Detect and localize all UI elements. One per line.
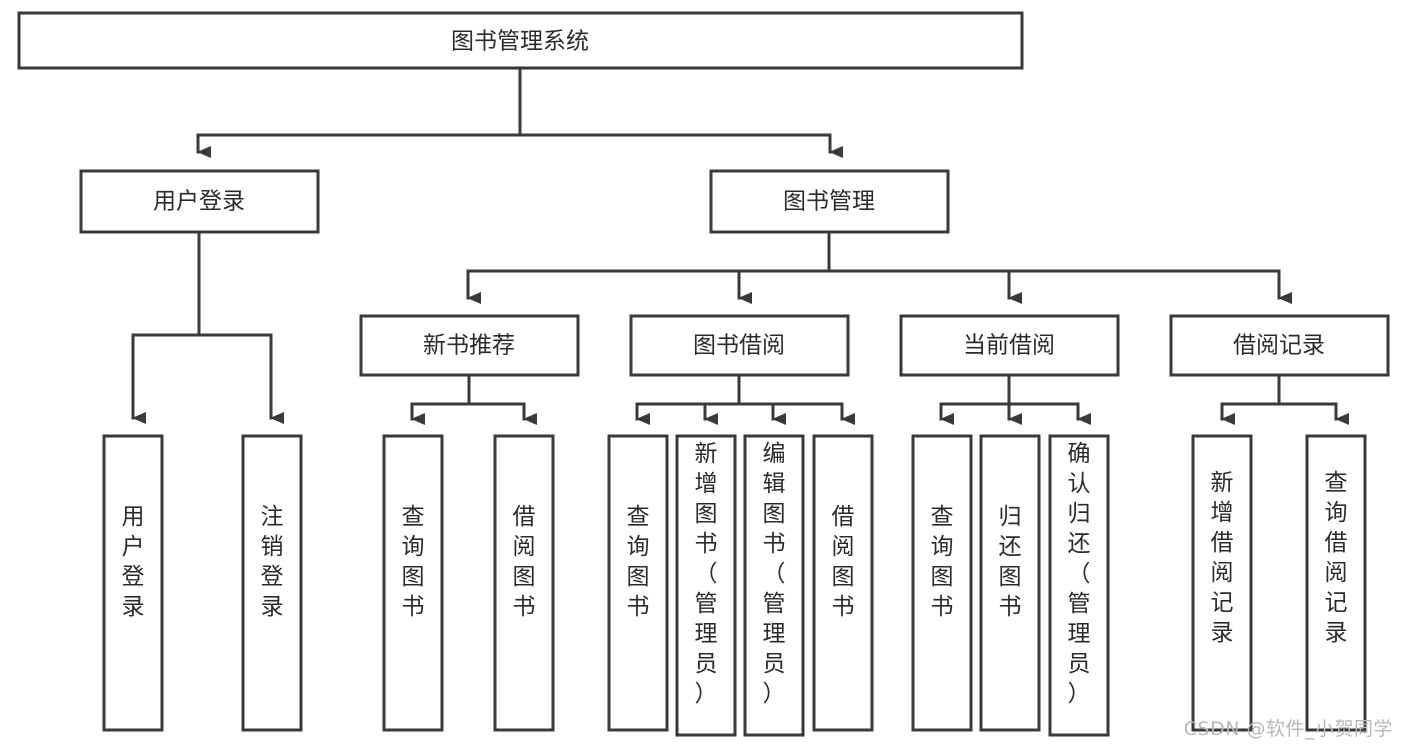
leaf-return-book-box[interactable]	[979, 434, 1041, 732]
node-book-manage[interactable]: 图书管理	[709, 169, 950, 234]
leaf-return-book-label: 归还图书	[999, 504, 1022, 620]
leaf-user-login[interactable]: 用户登录	[102, 434, 164, 732]
node-current-borrow[interactable]: 当前借阅	[899, 314, 1120, 377]
node-current-borrow-box[interactable]	[899, 314, 1120, 377]
leaf-borrow-book-1-label: 借阅图书	[513, 504, 536, 620]
leaf-logout-label: 注销登录	[261, 504, 284, 620]
leaf-edit-book[interactable]: 编辑图书（管理员）	[743, 434, 805, 737]
connectors-layer	[131, 66, 1349, 425]
leaf-borrow-book-2-label: 借阅图书	[832, 504, 855, 620]
leaf-query-book-2-box[interactable]	[607, 434, 669, 732]
leaf-confirm-return-label: 确认归还（管理员）	[1068, 441, 1091, 707]
node-root[interactable]: 图书管理系统	[17, 11, 1024, 70]
leaf-query-record-label: 查询借阅记录	[1325, 470, 1348, 646]
leaf-edit-book-label: 编辑图书（管理员）	[763, 441, 786, 707]
node-book-manage-box[interactable]	[709, 169, 950, 234]
leaf-query-book-3-box[interactable]	[911, 434, 973, 732]
leaf-borrow-book-2[interactable]: 借阅图书	[812, 434, 874, 732]
csdn-watermark: CSDN @软件_小贺同学	[1183, 718, 1393, 740]
node-user-login-label: 用户登录	[153, 189, 245, 215]
leaf-edit-book-box[interactable]	[743, 434, 805, 737]
node-root-box[interactable]	[17, 11, 1024, 70]
leaf-query-book-3[interactable]: 查询图书	[911, 434, 973, 732]
node-book-manage-label: 图书管理	[783, 189, 875, 215]
leaf-query-book-1[interactable]: 查询图书	[382, 434, 444, 732]
leaf-return-book[interactable]: 归还图书	[979, 434, 1041, 732]
node-current-borrow-label: 当前借阅	[963, 333, 1055, 359]
leaf-query-record[interactable]: 查询借阅记录	[1305, 434, 1367, 732]
leaf-add-record-label: 新增借阅记录	[1211, 470, 1234, 646]
leaf-query-book-1-box[interactable]	[382, 434, 444, 732]
node-new-book-rec-box[interactable]	[359, 314, 580, 377]
node-borrow-record[interactable]: 借阅记录	[1169, 314, 1390, 377]
node-root-label: 图书管理系统	[451, 29, 589, 55]
leaf-user-login-box[interactable]	[102, 434, 164, 732]
leaf-query-book-2-label: 查询图书	[627, 504, 650, 620]
leaf-add-book-box[interactable]	[675, 434, 737, 737]
node-book-borrow-box[interactable]	[629, 314, 850, 377]
leaf-query-record-box[interactable]	[1305, 434, 1367, 732]
leaf-query-book-1-label: 查询图书	[402, 504, 425, 620]
leaf-confirm-return-box[interactable]	[1048, 434, 1110, 737]
node-new-book-rec[interactable]: 新书推荐	[359, 314, 580, 377]
leaf-query-book-2[interactable]: 查询图书	[607, 434, 669, 732]
leaf-add-book-label: 新增图书（管理员）	[695, 441, 718, 707]
leaf-add-record[interactable]: 新增借阅记录	[1191, 434, 1253, 732]
leaf-add-book[interactable]: 新增图书（管理员）	[675, 434, 737, 737]
leaf-user-login-label: 用户登录	[122, 504, 145, 620]
leaf-borrow-book-2-box[interactable]	[812, 434, 874, 732]
node-new-book-rec-label: 新书推荐	[423, 333, 515, 359]
node-user-login[interactable]: 用户登录	[79, 169, 320, 234]
leaf-confirm-return[interactable]: 确认归还（管理员）	[1048, 434, 1110, 737]
node-book-borrow[interactable]: 图书借阅	[629, 314, 850, 377]
leaf-logout[interactable]: 注销登录	[241, 434, 303, 732]
leaf-borrow-book-1-box[interactable]	[493, 434, 555, 732]
leaf-add-record-box[interactable]	[1191, 434, 1253, 732]
leaf-borrow-book-1[interactable]: 借阅图书	[493, 434, 555, 732]
node-user-login-box[interactable]	[79, 169, 320, 234]
leaf-logout-box[interactable]	[241, 434, 303, 732]
leaf-query-book-3-label: 查询图书	[931, 504, 954, 620]
node-borrow-record-box[interactable]	[1169, 314, 1390, 377]
node-borrow-record-label: 借阅记录	[1233, 333, 1325, 359]
node-book-borrow-label: 图书借阅	[693, 333, 785, 359]
